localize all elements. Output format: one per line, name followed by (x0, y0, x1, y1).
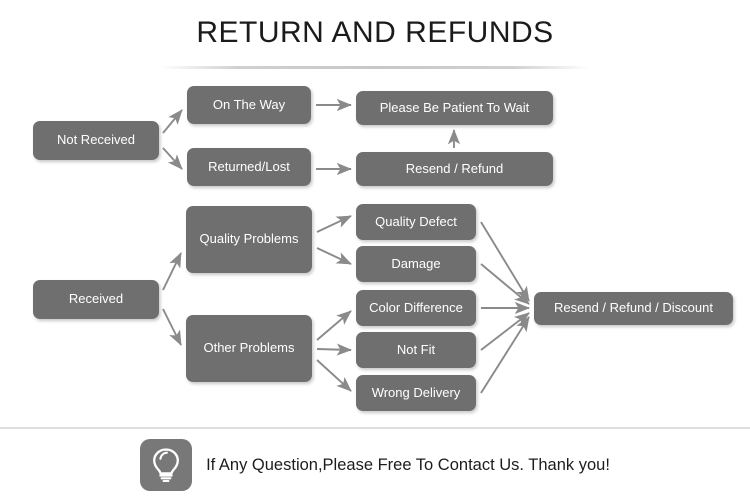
node-label: Returned/Lost (208, 158, 290, 174)
node-label: Please Be Patient To Wait (379, 99, 530, 115)
node-resend-refund-discount[interactable]: Resend / Refund / Discount (534, 292, 733, 325)
node-label: Resend / Refund / Discount (554, 300, 713, 316)
node-label: Quality Defect (375, 213, 457, 229)
node-quality-defect[interactable]: Quality Defect (356, 204, 476, 240)
flowchart: Not Received Received On The Way Returne… (33, 86, 733, 411)
node-label: On The Way (212, 96, 286, 112)
footer-text: If Any Question,Please Free To Contact U… (206, 455, 610, 474)
node-other-problems[interactable]: Other Problems (186, 315, 312, 382)
node-label: Other Problems (203, 340, 295, 356)
footer: If Any Question,Please Free To Contact U… (0, 434, 750, 496)
node-not-fit[interactable]: Not Fit (356, 332, 476, 368)
title-divider (160, 66, 590, 69)
node-on-the-way[interactable]: On The Way (187, 86, 311, 124)
node-label: Not Received (56, 132, 136, 148)
node-label: Quality Problems (199, 231, 299, 247)
node-color-difference[interactable]: Color Difference (356, 290, 476, 326)
node-please-be-patient-to-wait[interactable]: Please Be Patient To Wait (356, 91, 553, 125)
node-label: Color Difference (369, 299, 463, 315)
node-received[interactable]: Received (33, 280, 159, 319)
node-resend-refund[interactable]: Resend / Refund (356, 152, 553, 186)
footer-divider (0, 427, 750, 429)
node-damage[interactable]: Damage (356, 246, 476, 282)
node-label: Not Fit (396, 341, 436, 357)
node-quality-problems[interactable]: Quality Problems (186, 206, 312, 273)
lightbulb-icon (140, 439, 193, 491)
node-label: Resend / Refund (405, 160, 504, 176)
node-label: Wrong Delivery (371, 384, 461, 400)
node-label: Damage (391, 255, 441, 271)
node-label: Received (68, 291, 124, 307)
page-title: RETURN AND REFUNDS (196, 16, 554, 49)
flowchart-arrows (162, 98, 530, 394)
node-returned-lost[interactable]: Returned/Lost (187, 148, 311, 186)
node-not-received[interactable]: Not Received (33, 121, 159, 160)
node-wrong-delivery[interactable]: Wrong Delivery (356, 375, 476, 411)
